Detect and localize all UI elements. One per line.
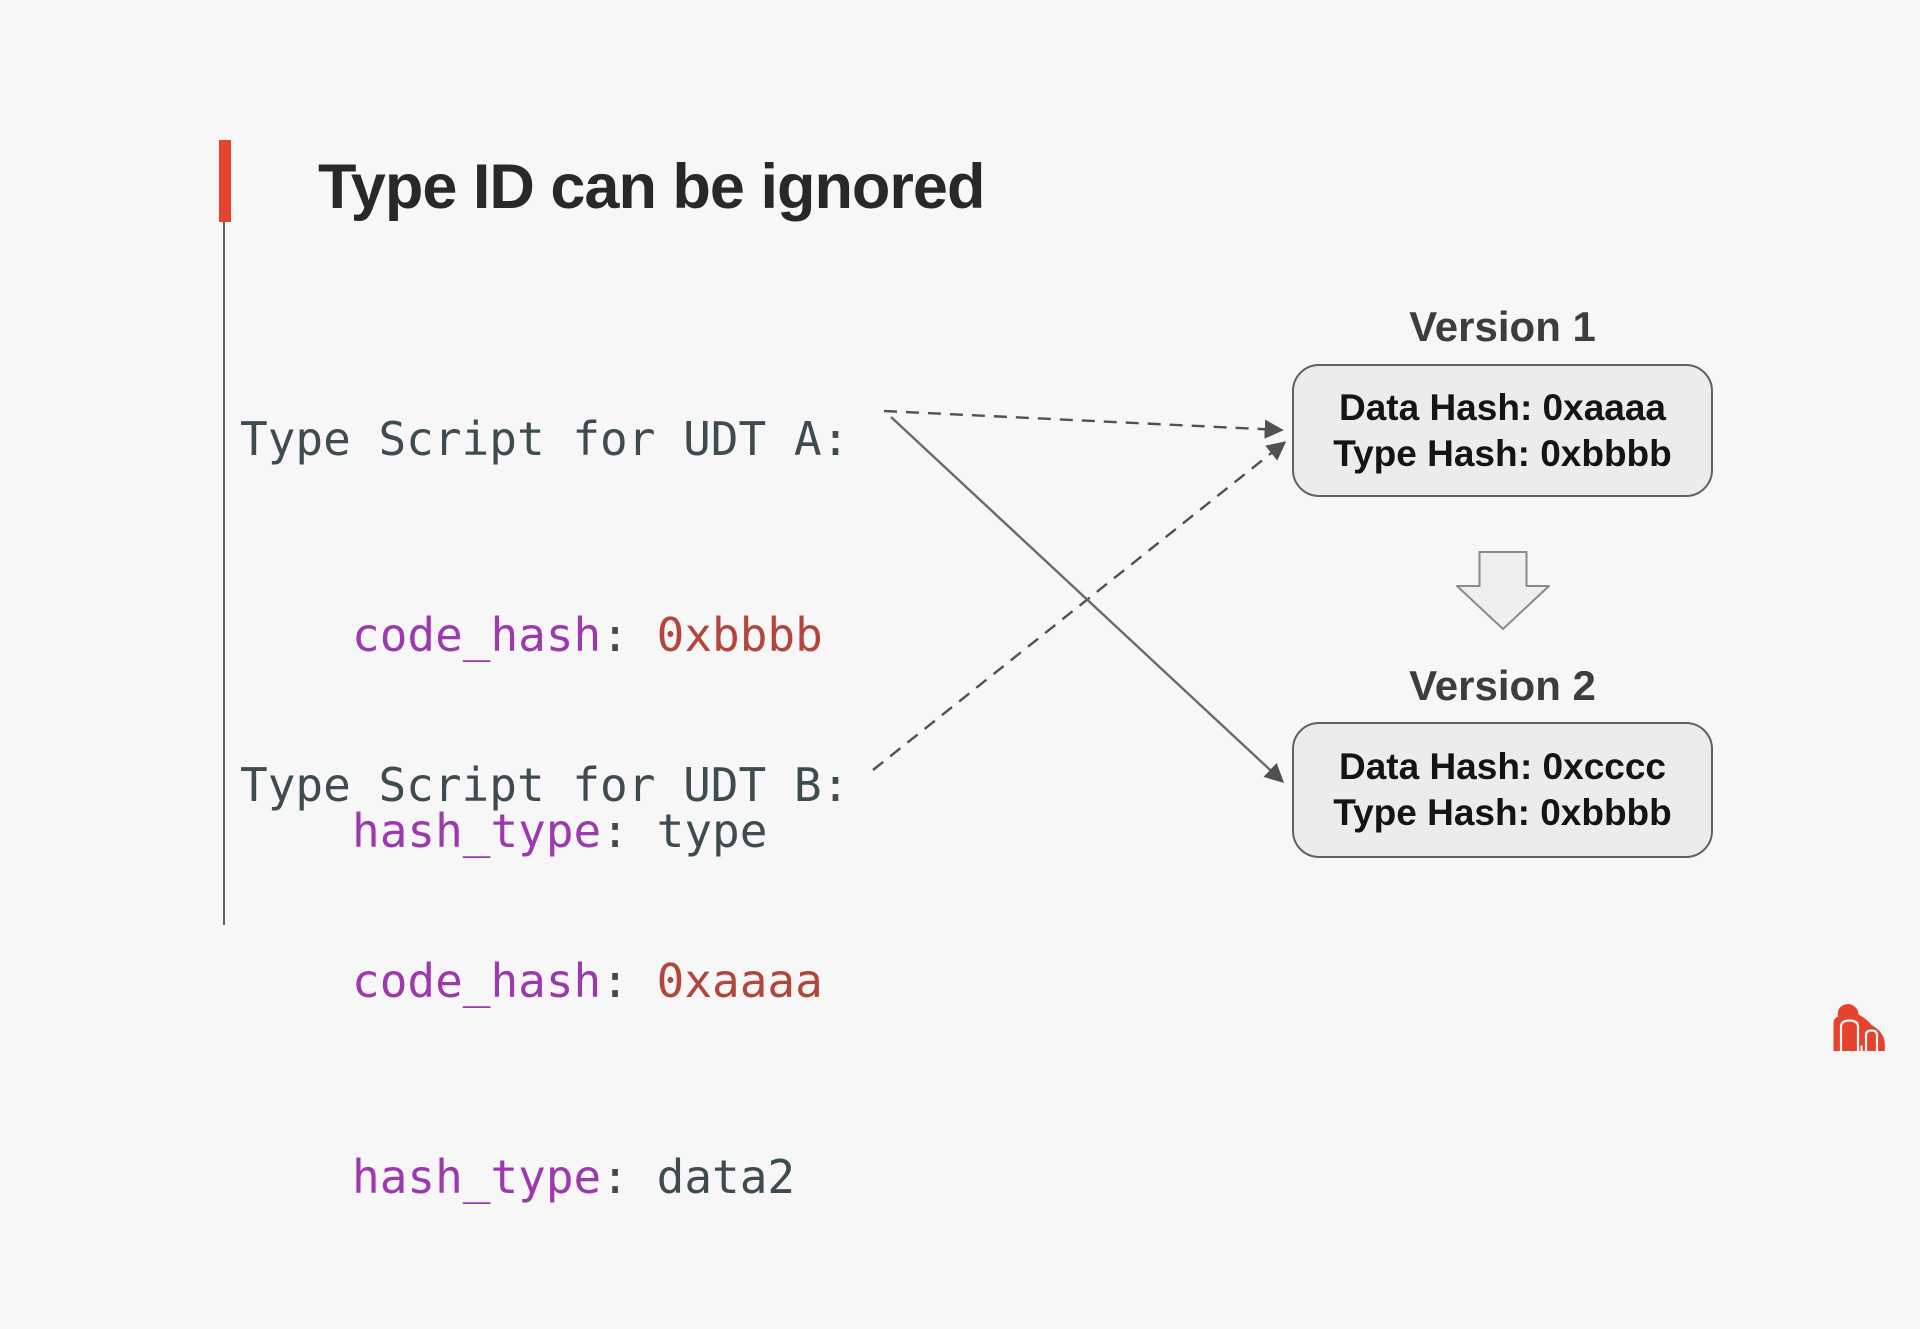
- connector-dashed-udt-a-to-v1: [883, 409, 1284, 439]
- code-key: code_hash: [352, 954, 602, 1008]
- code-separator: :: [601, 608, 657, 662]
- type-hash-line: Type Hash: 0xbbbb: [1333, 792, 1672, 833]
- connector-dashed-udt-b-to-v1: [872, 441, 1287, 771]
- code-line-code-hash-b: code_hash: 0xaaaa: [240, 937, 849, 1025]
- down-arrow-icon: [1456, 551, 1550, 630]
- type-hash-line: Type Hash: 0xbbbb: [1333, 432, 1672, 474]
- code-block-udt-b: Type Script for UDT B: code_hash: 0xaaaa…: [240, 633, 849, 1329]
- code-key: hash_type: [352, 1150, 602, 1204]
- version-2-hash-box: Data Hash: 0xcccc Type Hash: 0xbbbb: [1292, 722, 1713, 858]
- slide-title: Type ID can be ignored: [318, 152, 985, 222]
- code-header-udt-a: Type Script for UDT A:: [240, 395, 849, 483]
- version-1-hash-box: Data Hash: 0xaaaa Type Hash: 0xbbbb: [1292, 364, 1713, 497]
- code-separator: :: [601, 1150, 657, 1204]
- code-header-udt-b: Type Script for UDT B:: [240, 741, 849, 829]
- code-separator: :: [601, 804, 657, 858]
- code-line-hash-type-a: hash_type: type: [240, 787, 849, 875]
- version-1-label: Version 1: [1409, 303, 1596, 350]
- code-value: 0xbbbb: [656, 608, 823, 662]
- data-hash-line: Data Hash: 0xaaaa: [1338, 386, 1667, 428]
- code-separator: :: [601, 954, 657, 1008]
- code-header-text: Type Script for UDT B:: [240, 758, 850, 812]
- code-line-code-hash-a: code_hash: 0xbbbb: [240, 591, 849, 679]
- code-key: code_hash: [352, 608, 602, 662]
- data-hash-line: Data Hash: 0xcccc: [1338, 746, 1667, 787]
- slide: Type ID can be ignored Type Script for U…: [219, 140, 1885, 1204]
- left-rule-line: [223, 222, 225, 925]
- code-block-udt-a: Type Script for UDT A: code_hash: 0xbbbb…: [240, 287, 849, 983]
- code-key: hash_type: [352, 804, 602, 858]
- gorilla-logo-icon: [1833, 1003, 1885, 1052]
- connector-solid-udt-a-to-v2: [890, 416, 1285, 783]
- code-header-text: Type Script for UDT A:: [240, 412, 850, 466]
- code-value: type: [656, 804, 768, 858]
- code-line-hash-type-b: hash_type: data2: [240, 1133, 849, 1221]
- code-value: data2: [656, 1150, 796, 1204]
- version-2-label: Version 2: [1409, 662, 1596, 709]
- code-value: 0xaaaa: [656, 954, 823, 1008]
- title-accent-bar: [219, 140, 231, 222]
